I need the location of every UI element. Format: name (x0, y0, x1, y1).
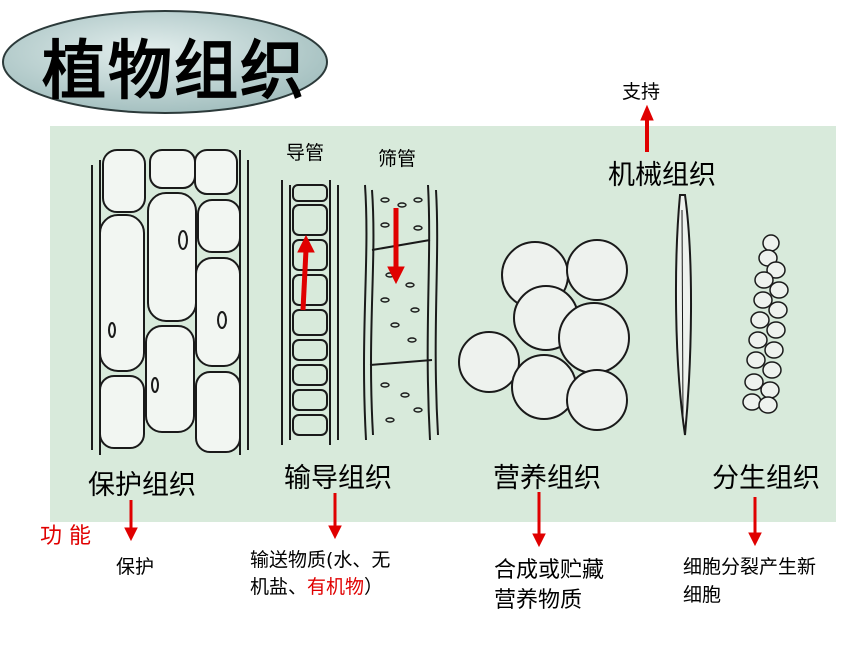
meristematic-tissue-label: 分生组织 (712, 463, 820, 494)
conducting-function-line1: 输送物质(水、无 (250, 549, 391, 571)
protective-tissue-label: 保护组织 (88, 470, 196, 501)
protective-function: 保护 (116, 556, 155, 578)
vessel-drawing (281, 180, 339, 445)
meristematic-function-line1: 细胞分裂产生新 (683, 556, 817, 578)
function-label: 功 能 (40, 524, 91, 549)
meristematic-function-line2: 细胞 (683, 584, 722, 606)
nutritive-tissue-drawing (458, 239, 630, 431)
sieve-tube-drawing (363, 184, 439, 441)
mechanical-tissue-drawing (674, 194, 692, 436)
red-arrows (124, 104, 762, 548)
meristematic-tissue-drawing (742, 234, 789, 414)
sieve-tube-label: 筛管 (378, 148, 417, 170)
diagram-panel (50, 126, 836, 522)
nutritive-tissue-label: 营养组织 (493, 463, 601, 494)
organic-matter-highlight: 有机物 (307, 576, 365, 598)
nutritive-function-line2: 营养物质 (494, 588, 583, 613)
vessel-label: 导管 (286, 142, 325, 164)
nutritive-function-line1: 合成或贮藏 (494, 558, 605, 583)
protective-tissue-drawing (91, 149, 249, 455)
title-ellipse (2, 10, 328, 114)
mechanical-tissue-label: 机械组织 (608, 160, 716, 191)
conducting-tissue-label: 输导组织 (284, 463, 392, 494)
support-label: 支持 (622, 81, 661, 103)
page-title: 植物组织 (42, 35, 306, 109)
conducting-function-tail: ） (364, 576, 384, 598)
sieve-dots (380, 197, 423, 423)
conducting-function-prefix: 机盐、 (250, 576, 308, 598)
conducting-function-line2: 机盐、有机物） (250, 572, 383, 599)
